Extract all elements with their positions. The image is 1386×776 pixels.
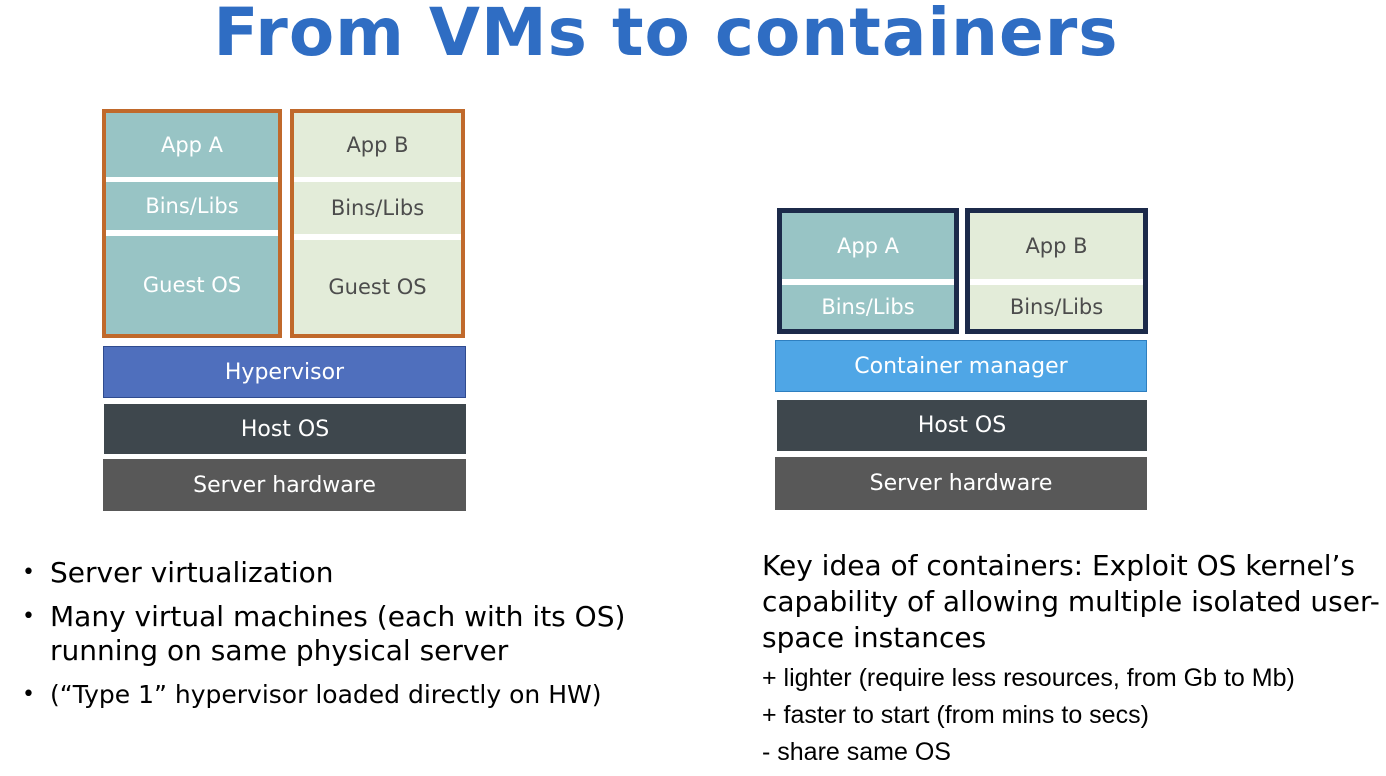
container-host-os-layer: Host OS [777, 400, 1147, 451]
vm-b-app: App B [294, 113, 461, 177]
vm-hardware-layer: Server hardware [103, 459, 466, 511]
list-item: •Server virtualization [22, 556, 334, 589]
vm-a-guest-os: Guest OS [106, 236, 278, 334]
container-points: + lighter (require less resources, from … [762, 660, 1382, 771]
container-a-app: App A [782, 213, 954, 279]
vm-b: App B Bins/Libs Guest OS [290, 109, 465, 338]
vm-a: App A Bins/Libs Guest OS [102, 109, 282, 338]
container-hardware-layer: Server hardware [775, 457, 1147, 510]
vm-b-libs: Bins/Libs [294, 182, 461, 234]
list-item: •(“Type 1” hypervisor loaded directly on… [22, 680, 602, 709]
container-b: App B Bins/Libs [965, 208, 1148, 334]
container-b-libs: Bins/Libs [970, 285, 1143, 329]
vm-bullet-list: •Server virtualization •Many virtual mac… [22, 556, 712, 722]
container-b-app: App B [970, 213, 1143, 279]
container-notes: Key idea of containers: Exploit OS kerne… [762, 548, 1382, 771]
vm-a-libs: Bins/Libs [106, 182, 278, 230]
list-item: •Many virtual machines (each with its OS… [22, 600, 626, 667]
vm-a-app: App A [106, 113, 278, 177]
container-a-libs: Bins/Libs [782, 285, 954, 329]
container-a: App A Bins/Libs [777, 208, 959, 334]
hypervisor-layer: Hypervisor [103, 346, 466, 398]
container-manager-layer: Container manager [775, 340, 1147, 392]
page-title: From VMs to containers [213, 0, 1119, 71]
vm-host-os-layer: Host OS [104, 404, 466, 454]
key-idea-text: Key idea of containers: Exploit OS kerne… [762, 549, 1380, 654]
list-item: + faster to start (from mins to secs) [762, 701, 1149, 729]
list-item: + lighter (require less resources, from … [762, 664, 1295, 692]
vm-b-guest-os: Guest OS [294, 240, 461, 334]
list-item: - share same OS [762, 738, 951, 766]
